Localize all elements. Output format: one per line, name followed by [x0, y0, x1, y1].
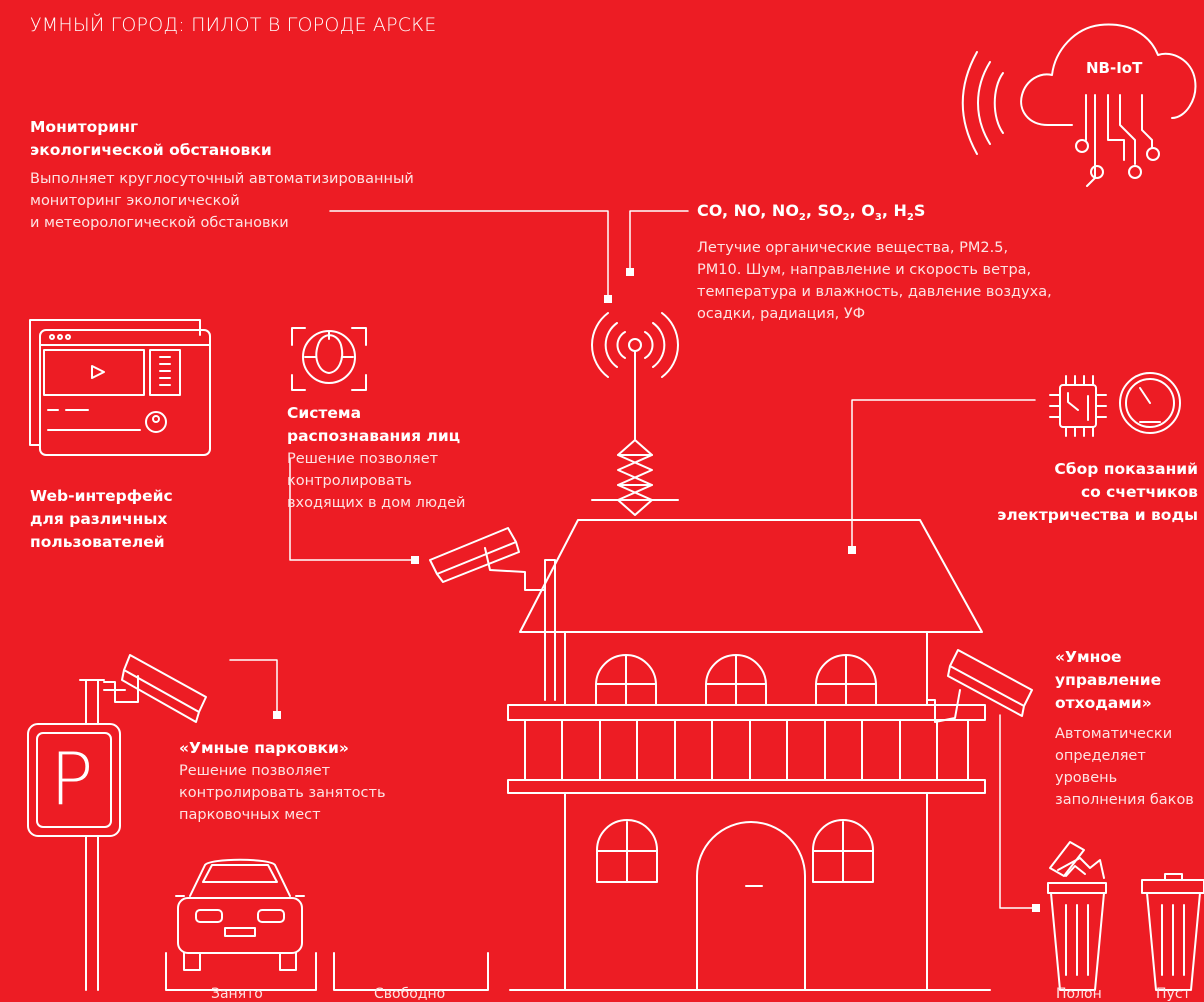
eco-heading-line: Мониторинг [30, 118, 139, 136]
web-heading-line: пользователей [30, 533, 165, 551]
electricity-meter-icon [1050, 376, 1106, 436]
gases-block: CO, NO, NO2, SO2, O3, H2S Летучие органи… [697, 199, 1052, 325]
web-heading-line: для различных [30, 510, 168, 528]
car-icon [176, 860, 304, 970]
gases-text-line: PM10. Шум, направление и скорость ветра, [697, 262, 1032, 278]
full-caption: Полон [1056, 986, 1102, 1002]
parking-text-line: парковочных мест [179, 807, 321, 823]
parking-text-line: Решение позволяет [179, 763, 331, 779]
web-heading-line: Web-интерфейс [30, 487, 173, 505]
face-text-line: входящих в дом людей [287, 495, 466, 511]
eco-text-line: и метеорологической обстановки [30, 215, 289, 231]
parking-camera-icon [104, 655, 206, 722]
face-text-line: Решение позволяет [287, 451, 439, 467]
waste-heading-line: «Умное [1055, 648, 1122, 666]
formula-subscript: 2 [842, 212, 850, 223]
gases-text-line: Летучие органические вещества, PM2.5, [697, 240, 1009, 256]
meters-heading-line: со счетчиков [1080, 483, 1198, 501]
waste-text-line: определяет [1055, 748, 1146, 764]
page-title: УМНЫЙ ГОРОД: ПИЛОТ В ГОРОДЕ АРСКЕ [30, 14, 437, 36]
face-heading-line: Система [287, 404, 362, 422]
camera-right-icon [927, 650, 1032, 722]
gases-text-line: осадки, радиация, УФ [697, 306, 866, 322]
waste-text-line: Автоматически [1055, 726, 1173, 742]
empty-caption: Пуст [1156, 986, 1191, 1002]
face-text-line: контролировать [287, 473, 412, 489]
connector-dots [273, 268, 1040, 912]
waste-management-block: «Умное управление отходами» Автоматическ… [1055, 646, 1194, 811]
face-recognition-icon [292, 328, 366, 390]
face-heading-line: распознавания лиц [287, 427, 461, 445]
free-caption: Свободно [374, 986, 446, 1002]
gases-heading: CO, NO, NO2, SO2, O3, H2S [697, 199, 1052, 229]
face-recognition-block: Система распознавания лиц Решение позвол… [287, 402, 465, 514]
occupied-caption: Занято [211, 986, 263, 1002]
formula-part: , H [881, 201, 907, 220]
formula-part: S [913, 201, 926, 220]
water-meter-gauge-icon [1120, 373, 1180, 433]
meters-heading-line: электричества и воды [997, 506, 1198, 524]
gases-text-line: температура и влажность, давление воздух… [697, 284, 1052, 300]
full-bin-icon [1048, 842, 1106, 990]
eco-monitoring-block: Мониторинг экологической обстановки Выпо… [30, 116, 414, 234]
waste-heading-line: отходами» [1055, 694, 1152, 712]
parking-text-line: контролировать занятость [179, 785, 386, 801]
web-interface-block: Web-интерфейс для различных пользователе… [30, 485, 173, 554]
parking-spot-lines [166, 953, 488, 990]
empty-bin-icon [1142, 874, 1204, 990]
waste-text-line: уровень [1055, 770, 1118, 786]
antenna-tower-icon [592, 313, 678, 515]
formula-part: CO, NO, NO [697, 201, 799, 220]
meters-heading-line: Сбор показаний [1054, 460, 1198, 478]
meters-block: Сбор показаний со счетчиков электричеств… [997, 458, 1198, 527]
cloud-label: NB-IoT [1086, 59, 1143, 77]
eco-text-line: Выполняет круглосуточный автоматизирован… [30, 171, 414, 187]
waste-heading-line: управление [1055, 671, 1162, 689]
eco-heading-line: экологической обстановки [30, 141, 272, 159]
waste-text-line: заполнения баков [1055, 792, 1194, 808]
formula-part: , O [849, 201, 875, 220]
formula-subscript: 3 [874, 212, 882, 223]
camera-left-icon [430, 528, 555, 700]
formula-subscript: 2 [798, 212, 806, 223]
parking-sign-letter: P [50, 737, 94, 821]
formula-part: , SO [805, 201, 843, 220]
parking-block: «Умные парковки» Решение позволяет контр… [179, 737, 386, 826]
house-illustration [508, 520, 990, 990]
formula-subscript: 2 [906, 212, 914, 223]
connector-lines [230, 211, 1035, 908]
browser-window-icon [30, 320, 210, 455]
parking-sign-icon [28, 680, 125, 990]
parking-heading: «Умные парковки» [179, 739, 349, 757]
eco-text-line: мониторинг экологической [30, 193, 240, 209]
nb-iot-cloud-icon [963, 25, 1196, 186]
